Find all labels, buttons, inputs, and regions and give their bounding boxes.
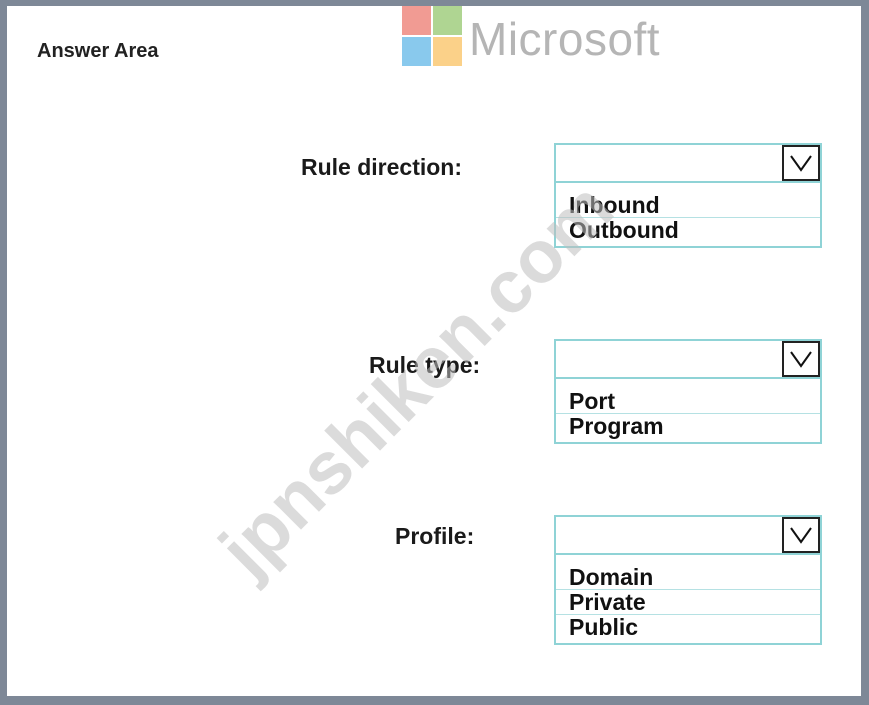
option-outbound[interactable]: Outbound [569, 217, 679, 243]
profile-dropdown[interactable]: Domain Private Public [554, 515, 822, 645]
logo-square-yellow [433, 37, 462, 66]
option-program[interactable]: Program [569, 413, 664, 439]
microsoft-logo-icon [402, 6, 431, 35]
dropdown-selected-value[interactable] [556, 145, 820, 183]
dropdown-selected-value[interactable] [556, 341, 820, 379]
option-port[interactable]: Port [556, 389, 820, 414]
rule-type-label: Rule type: [369, 352, 481, 378]
logo-square-blue [402, 37, 431, 66]
option-inbound[interactable]: Inbound [556, 193, 820, 218]
chevron-down-icon[interactable] [782, 517, 820, 553]
microsoft-wordmark: Microsoft [469, 13, 661, 65]
option-private[interactable]: Private [556, 590, 820, 615]
microsoft-logo: Microsoft [402, 6, 692, 70]
logo-square-green [433, 6, 462, 35]
dropdown-options: Inbound Outbound [556, 183, 820, 246]
dropdown-options: Port Program [556, 379, 820, 442]
answer-panel: Answer Area Microsoft Rule direction: In… [7, 6, 861, 696]
option-domain[interactable]: Domain [556, 565, 820, 590]
option-public[interactable]: Public [569, 614, 639, 640]
profile-label: Profile: [395, 523, 475, 549]
rule-direction-dropdown[interactable]: Inbound Outbound [554, 143, 822, 248]
chevron-down-icon[interactable] [782, 145, 820, 181]
rule-direction-label: Rule direction: [301, 154, 463, 180]
answer-area-title: Answer Area [37, 40, 159, 62]
dropdown-options: Domain Private Public [556, 555, 820, 643]
chevron-down-icon[interactable] [782, 341, 820, 377]
dropdown-selected-value[interactable] [556, 517, 820, 555]
rule-type-dropdown[interactable]: Port Program [554, 339, 822, 444]
